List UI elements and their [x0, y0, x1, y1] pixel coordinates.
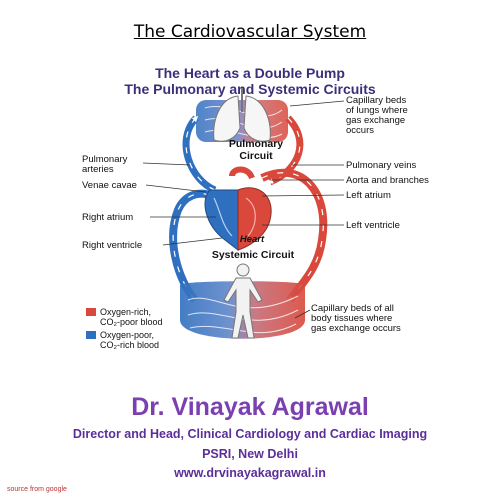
label-right-ventricle: Right ventricle: [82, 240, 142, 251]
label-left-ventricle: Left ventricle: [346, 220, 400, 231]
venae-cavae-vessel: [169, 189, 214, 303]
human-figure-icon: [223, 263, 263, 339]
author-institution: PSRI, New Delhi: [202, 447, 298, 461]
left-leader-lines: [142, 162, 223, 246]
right-leader-lines: [261, 100, 345, 319]
diagram-title: The Heart as a Double Pump: [155, 65, 345, 81]
label-left-atrium: Left atrium: [346, 190, 391, 201]
legend-oxygen-rich: Oxygen-rich, CO₂-poor blood: [100, 307, 163, 327]
legend-swatch-oxygen-poor: [86, 331, 96, 339]
source-note: source from google: [7, 486, 67, 493]
label-capillary-lungs-3: gas exchange: [346, 115, 405, 126]
label-capillary-body-2: body tissues where: [311, 313, 392, 324]
pulmonary-circuit-label-2: Circuit: [239, 150, 273, 162]
legend-oxygen-rich-line1: Oxygen-rich,: [100, 307, 152, 317]
systemic-circuit-label: Systemic Circuit: [212, 249, 295, 261]
lungs-icon: [213, 88, 271, 142]
label-capillary-body: Capillary beds of all: [311, 303, 394, 314]
aorta-vessel: [260, 168, 328, 303]
legend-oxygen-poor-line2: CO₂-rich blood: [100, 340, 160, 350]
label-pulmonary-veins: Pulmonary veins: [346, 160, 416, 171]
legend-oxygen-rich-line2: CO₂-poor blood: [100, 317, 163, 327]
heart-icon: [204, 166, 272, 252]
author-role: Director and Head, Clinical Cardiology a…: [72, 427, 428, 441]
pulmonary-artery-vessel: [182, 115, 217, 194]
page-title: The Cardiovascular System: [133, 22, 367, 42]
author-website: www.drvinayakagrawal.in: [174, 466, 326, 480]
label-capillary-lungs-4: occurs: [346, 125, 374, 136]
label-pulmonary-arteries: Pulmonary: [82, 154, 128, 165]
label-capillary-lungs: Capillary beds: [346, 95, 406, 106]
label-pulmonary-arteries-2: arteries: [82, 164, 114, 175]
pulmonary-circuit-label: Pulmonary: [229, 138, 283, 150]
legend-oxygen-poor: Oxygen-poor, CO₂-rich blood: [100, 330, 159, 350]
label-capillary-body-3: gas exchange occurs: [311, 323, 401, 334]
diagram-subtitle: The Pulmonary and Systemic Circuits: [124, 81, 376, 97]
legend-swatch-oxygen-rich: [86, 308, 96, 316]
heart-label: Heart: [240, 234, 265, 245]
legend-oxygen-poor-line1: Oxygen-poor,: [100, 330, 155, 340]
author-name: Dr. Vinayak Agrawal: [131, 393, 369, 421]
label-venae-cavae: Venae cavae: [82, 180, 137, 191]
pulmonary-vein-vessel: [268, 115, 304, 186]
label-right-atrium: Right atrium: [82, 212, 133, 223]
label-aorta: Aorta and branches: [346, 175, 429, 186]
label-capillary-lungs-2: of lungs where: [346, 105, 408, 116]
